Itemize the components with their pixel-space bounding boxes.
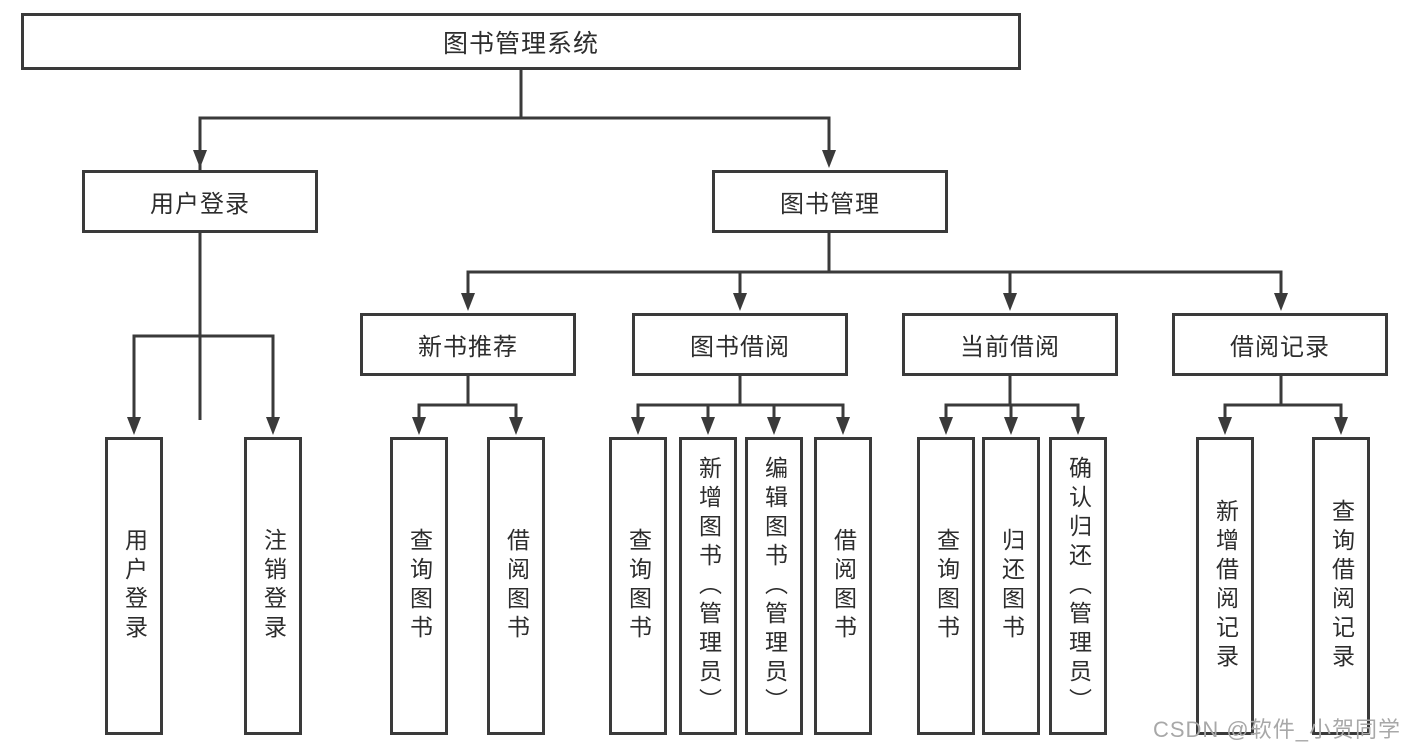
node-label: 图书借阅: [690, 334, 790, 361]
node-label: 查询借阅记录: [1328, 499, 1355, 673]
node-book-management: 图书管理: [712, 170, 948, 233]
node-user-login: 用户登录: [82, 170, 318, 233]
leaf-return-books: 归还图书: [982, 437, 1040, 735]
node-label: 确认归还（管理员）: [1065, 455, 1092, 717]
connector-records-to-leaves: [1223, 375, 1343, 420]
node-label: 用户登录: [150, 191, 250, 218]
leaf-borrow-query-books: 查询图书: [609, 437, 667, 735]
leaf-user-login: 用户登录: [105, 437, 163, 735]
leaf-add-borrow-record: 新增借阅记录: [1196, 437, 1254, 735]
node-label: 图书管理: [780, 191, 880, 218]
leaf-query-borrow-record: 查询借阅记录: [1312, 437, 1370, 735]
connector-recommend-to-leaves: [417, 375, 518, 420]
node-label: 新增图书（管理员）: [695, 455, 722, 717]
node-label: 查询图书: [406, 528, 433, 644]
connector-login-to-leaves: [132, 232, 275, 419]
csdn-watermark: CSDN @软件_小贺同学: [1152, 717, 1401, 742]
node-new-book-recommend: 新书推荐: [360, 313, 576, 376]
leaf-recommend-query-books: 查询图书: [390, 437, 448, 735]
leaf-borrow-books: 借阅图书: [814, 437, 872, 735]
node-label: 新增借阅记录: [1212, 499, 1239, 673]
leaf-current-query-books: 查询图书: [917, 437, 975, 735]
node-label: 当前借阅: [960, 334, 1060, 361]
node-label: 新书推荐: [418, 334, 518, 361]
leaf-logout: 注销登录: [244, 437, 302, 735]
node-label: 用户登录: [121, 528, 148, 644]
leaf-edit-books-admin: 编辑图书（管理员）: [745, 437, 803, 735]
leaf-add-books-admin: 新增图书（管理员）: [679, 437, 737, 735]
node-book-borrow: 图书借阅: [632, 313, 848, 376]
node-library-system: 图书管理系统: [21, 13, 1021, 70]
node-label: 编辑图书（管理员）: [761, 455, 788, 717]
leaf-confirm-return-admin: 确认归还（管理员）: [1049, 437, 1107, 735]
leaf-recommend-borrow-books: 借阅图书: [487, 437, 545, 735]
node-label: 借阅图书: [503, 528, 530, 644]
connector-current-to-leaves: [944, 375, 1080, 420]
node-label: 图书管理系统: [442, 29, 599, 58]
connector-borrow-to-leaves: [636, 375, 845, 420]
node-label: 查询图书: [625, 528, 652, 644]
node-current-borrow: 当前借阅: [902, 313, 1118, 376]
node-borrow-records: 借阅记录: [1172, 313, 1388, 376]
node-label: 借阅记录: [1230, 334, 1330, 361]
node-label: 归还图书: [998, 528, 1025, 644]
node-label: 查询图书: [933, 528, 960, 644]
node-label: 注销登录: [260, 528, 287, 644]
node-label: 借阅图书: [830, 528, 857, 644]
connector-management-to-level3: [466, 232, 1283, 296]
